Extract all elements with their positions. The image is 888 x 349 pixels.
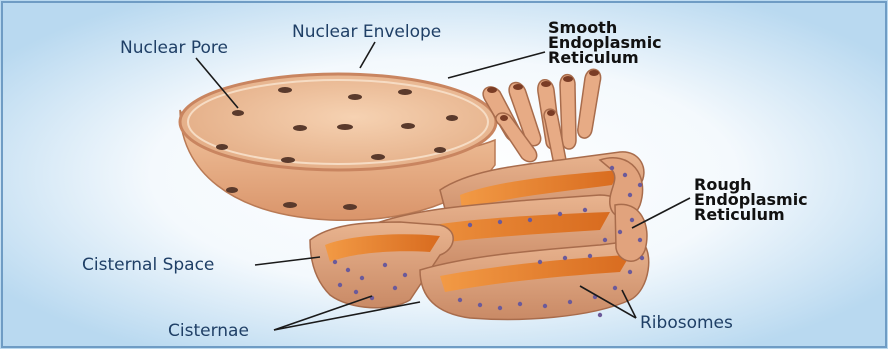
label-smooth-er-line3: Reticulum: [548, 50, 662, 65]
label-rough-er: Rough Endoplasmic Reticulum: [694, 177, 808, 222]
label-cisternal-space: Cisternal Space: [82, 255, 214, 275]
label-nuclear-envelope: Nuclear Envelope: [292, 22, 441, 42]
label-nuclear-pore: Nuclear Pore: [120, 38, 228, 58]
label-smooth-er: Smooth Endoplasmic Reticulum: [548, 20, 662, 65]
label-cisternae: Cisternae: [168, 321, 249, 341]
label-ribosomes: Ribosomes: [640, 313, 733, 333]
label-rough-er-line3: Reticulum: [694, 207, 808, 222]
